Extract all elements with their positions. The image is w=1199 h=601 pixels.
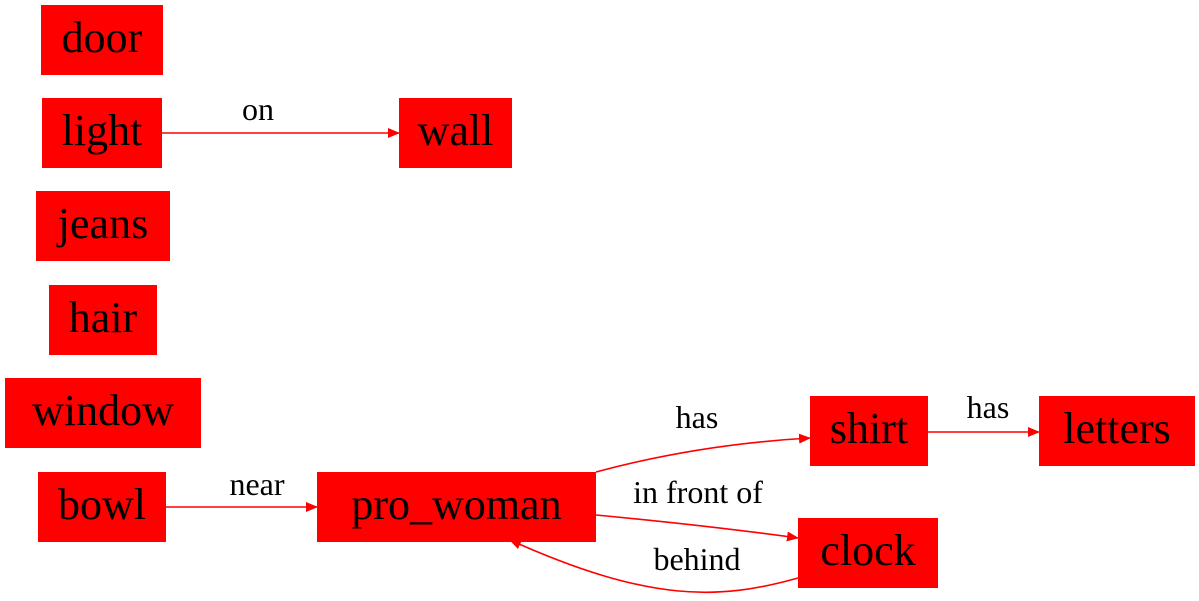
node-label: wall: [418, 106, 494, 155]
node-box: [36, 191, 170, 261]
edge-arrow: [595, 514, 799, 542]
node-pro-woman: pro_woman: [317, 472, 596, 542]
node-label: pro_woman: [351, 480, 561, 529]
node-box: [38, 472, 166, 542]
edge-label: on: [242, 91, 274, 127]
node-label: jeans: [56, 199, 148, 248]
node-label: clock: [820, 526, 915, 575]
edge-label: has: [967, 389, 1010, 425]
edge-label: near: [229, 466, 284, 502]
edge-pro_woman-shirt: has: [595, 399, 811, 473]
node-window: window: [5, 378, 201, 448]
node-shirt: shirt: [810, 396, 928, 466]
node-label: bowl: [58, 480, 146, 529]
node-hair: hair: [49, 285, 157, 355]
node-label: shirt: [830, 404, 908, 453]
edge-shirt-letters: has: [928, 389, 1040, 437]
node-clock: clock: [798, 518, 938, 588]
node-box: [399, 98, 512, 168]
node-label: hair: [69, 293, 138, 342]
node-light: light: [42, 98, 162, 168]
node-label: door: [62, 13, 143, 62]
edges-layer: on near has has in front of behind: [162, 91, 1040, 594]
edge-arrow: [509, 539, 799, 594]
node-label: letters: [1063, 404, 1171, 453]
edge-bowl-pro_woman: near: [166, 466, 318, 512]
edge-pro_woman-clock: in front of: [595, 474, 799, 542]
node-letters: letters: [1039, 396, 1195, 466]
node-box: [5, 378, 201, 448]
node-label: light: [62, 106, 143, 155]
node-box: [42, 98, 162, 168]
node-box: [41, 5, 163, 75]
node-bowl: bowl: [38, 472, 166, 542]
node-box: [317, 472, 596, 542]
node-box: [49, 285, 157, 355]
edge-arrow: [595, 433, 811, 473]
node-box: [810, 396, 928, 466]
nodes-layer: door light wall jeans hair window bowl pro_woma…: [5, 5, 1195, 588]
node-box: [1039, 396, 1195, 466]
node-jeans: jeans: [36, 191, 170, 261]
edge-label: behind: [653, 541, 740, 577]
node-box: [798, 518, 938, 588]
edge-light-wall: on: [162, 91, 400, 138]
node-door: door: [41, 5, 163, 75]
edge-label: has: [676, 399, 719, 435]
node-wall: wall: [399, 98, 512, 168]
edge-label: in front of: [633, 474, 763, 510]
node-label: window: [32, 386, 174, 435]
edge-clock-pro_woman: behind: [509, 539, 799, 594]
